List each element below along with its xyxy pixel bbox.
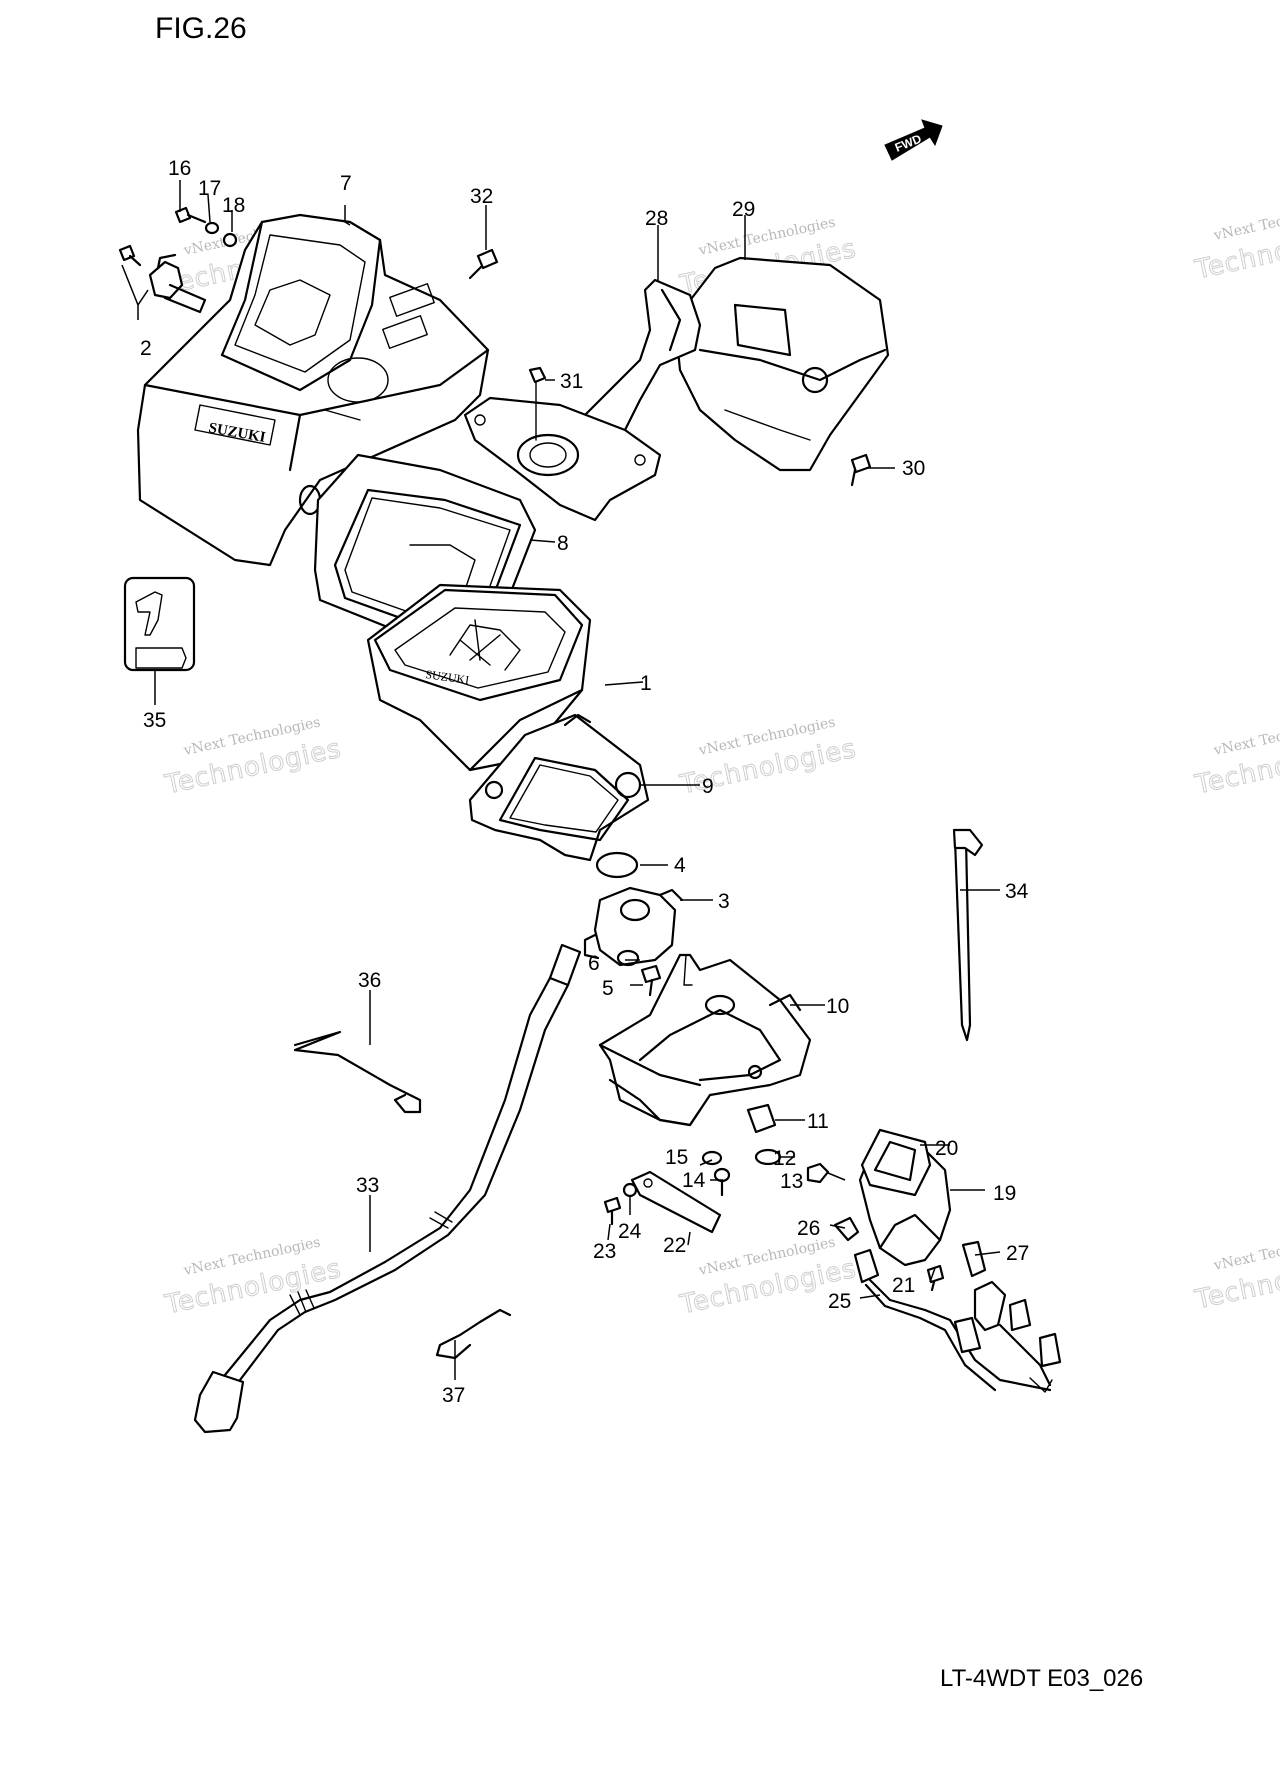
- speedometer-part-1: SUZUKI: [366, 583, 592, 772]
- callout-23: 23: [593, 1240, 616, 1263]
- wiring-harness-part-25: [853, 1248, 1062, 1393]
- nut-part-13: [806, 1162, 830, 1184]
- callout-36: 36: [358, 969, 381, 992]
- watermark-text: vNext Technologies: [1212, 1229, 1280, 1274]
- callout-30: 30: [902, 457, 925, 480]
- lower-frame-part-9: [468, 713, 650, 862]
- callout-19: 19: [993, 1182, 1016, 1205]
- washer-part-24: [622, 1182, 638, 1198]
- callout-31: 31: [560, 370, 583, 393]
- callout-21: 21: [892, 1274, 915, 1297]
- bracket-plate-part-31: [463, 366, 662, 522]
- fwd-label: FWD: [893, 131, 924, 154]
- callout-9: 9: [702, 775, 714, 798]
- o-ring-part-4: [595, 851, 639, 879]
- callout-32: 32: [470, 185, 493, 208]
- svg-text:SUZUKI: SUZUKI: [425, 667, 471, 687]
- callout-34: 34: [1005, 880, 1029, 903]
- callout-3: 3: [718, 890, 730, 913]
- callout-13: 13: [780, 1170, 803, 1193]
- speedometer-cable-part-33: [193, 943, 582, 1434]
- leader-lines: [121, 180, 1001, 1380]
- callout-17: 17: [198, 177, 221, 200]
- callout-27: 27: [1006, 1242, 1029, 1265]
- decal-part-35: [123, 576, 196, 672]
- bolt-part-5: [640, 964, 662, 997]
- speedo-gear-part-3: [583, 886, 684, 967]
- washer-part-15: [701, 1150, 723, 1166]
- figure-code: LT-4WDT E03_026: [940, 1665, 1143, 1692]
- part-26: [833, 1216, 860, 1242]
- callout-20: 20: [935, 1137, 958, 1160]
- callout-4: 4: [674, 854, 686, 877]
- callout-22: 22: [663, 1234, 686, 1257]
- headlight-housing-part-29: [673, 256, 890, 472]
- callout-12: 12: [773, 1147, 796, 1170]
- callout-1: 1: [640, 672, 652, 695]
- knob-part-2: [148, 253, 207, 314]
- screw-part-21: [926, 1264, 945, 1292]
- washer-part-6: [616, 949, 640, 967]
- screws-16-17-18: [118, 206, 238, 267]
- screw-part-23: [603, 1196, 622, 1226]
- screw-part-14: [713, 1167, 731, 1197]
- clip-part-36: [293, 1030, 422, 1114]
- callout-7: 7: [340, 172, 352, 195]
- callout-37: 37: [442, 1384, 465, 1407]
- callout-11: 11: [807, 1110, 829, 1133]
- meter-cover-part-7: SUZUKI: [136, 213, 490, 567]
- cable-tie-part-34: [952, 828, 984, 1042]
- callout-15: 15: [665, 1146, 688, 1169]
- screw-part-32: [468, 248, 499, 280]
- callout-14: 14: [682, 1169, 706, 1192]
- screw-part-30: [850, 453, 872, 487]
- bracket-part-10: [598, 953, 812, 1127]
- callout-25: 25: [828, 1290, 851, 1313]
- part-27: [961, 1240, 987, 1278]
- callout-29: 29: [732, 198, 755, 221]
- rubber-part-11: [746, 1103, 777, 1134]
- callout-5: 5: [602, 977, 614, 1000]
- callout-10: 10: [826, 995, 849, 1018]
- callout-18: 18: [222, 194, 245, 217]
- callouts: 1 2 3 4 5 6 7 8 9 10 11 12 13 14 15 16 1…: [140, 157, 1029, 1407]
- watermark-text: vNext Technologies: [1212, 199, 1280, 244]
- callout-28: 28: [645, 207, 668, 230]
- callout-35: 35: [143, 709, 166, 732]
- callout-6: 6: [588, 952, 600, 975]
- bracket-part-28: [558, 278, 702, 447]
- callout-26: 26: [797, 1217, 820, 1240]
- plate-part-22: [630, 1170, 722, 1234]
- callout-24: 24: [618, 1220, 642, 1243]
- figure-title: FIG.26: [155, 12, 247, 45]
- fwd-arrow-icon: FWD: [884, 119, 943, 161]
- callout-8: 8: [557, 532, 569, 555]
- watermark-text: vNext Technologies: [1212, 714, 1280, 759]
- switch-cover-part-20: [860, 1128, 932, 1197]
- callout-2: 2: [140, 337, 152, 360]
- clip-part-37: [435, 1308, 512, 1360]
- callout-33: 33: [356, 1174, 379, 1197]
- callout-16: 16: [168, 157, 191, 180]
